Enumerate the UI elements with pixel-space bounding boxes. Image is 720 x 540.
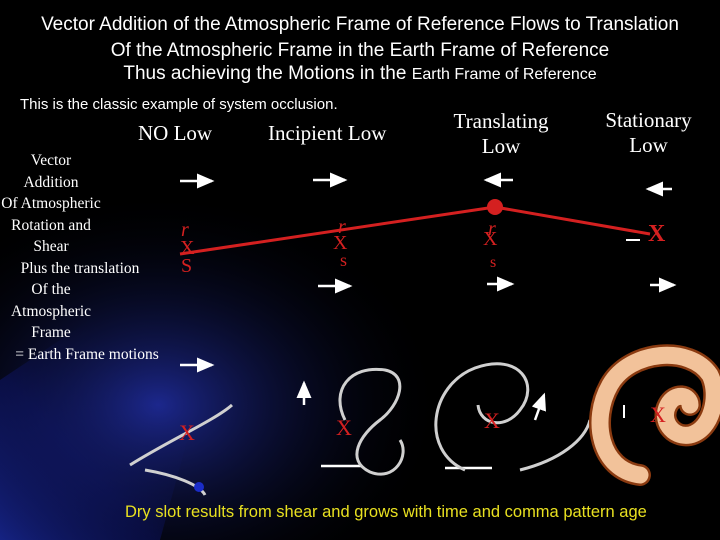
flow-curve-translating (436, 364, 528, 470)
label-s-incipient: s (340, 250, 347, 271)
flow-curve-translating-tail (520, 420, 590, 470)
label-x-translating: X (483, 228, 497, 251)
arrow-translating-up (535, 395, 544, 420)
label-s-translating: s (490, 254, 496, 272)
trajectory-line-lower (495, 207, 650, 234)
label-x-bottom-2: X (336, 415, 352, 441)
caption: Dry slot results from shear and grows wi… (125, 503, 647, 522)
label-x-bottom-3: X (484, 408, 500, 434)
label-s-no-low: S (181, 255, 192, 278)
flow-curve-no-low-lower (145, 470, 205, 495)
label-x-bottom-4: X (650, 402, 666, 428)
blue-dot (194, 482, 204, 492)
label-x-bottom-1: X (179, 420, 195, 446)
center-dot (487, 199, 503, 215)
label-x-stationary: X (648, 221, 665, 248)
